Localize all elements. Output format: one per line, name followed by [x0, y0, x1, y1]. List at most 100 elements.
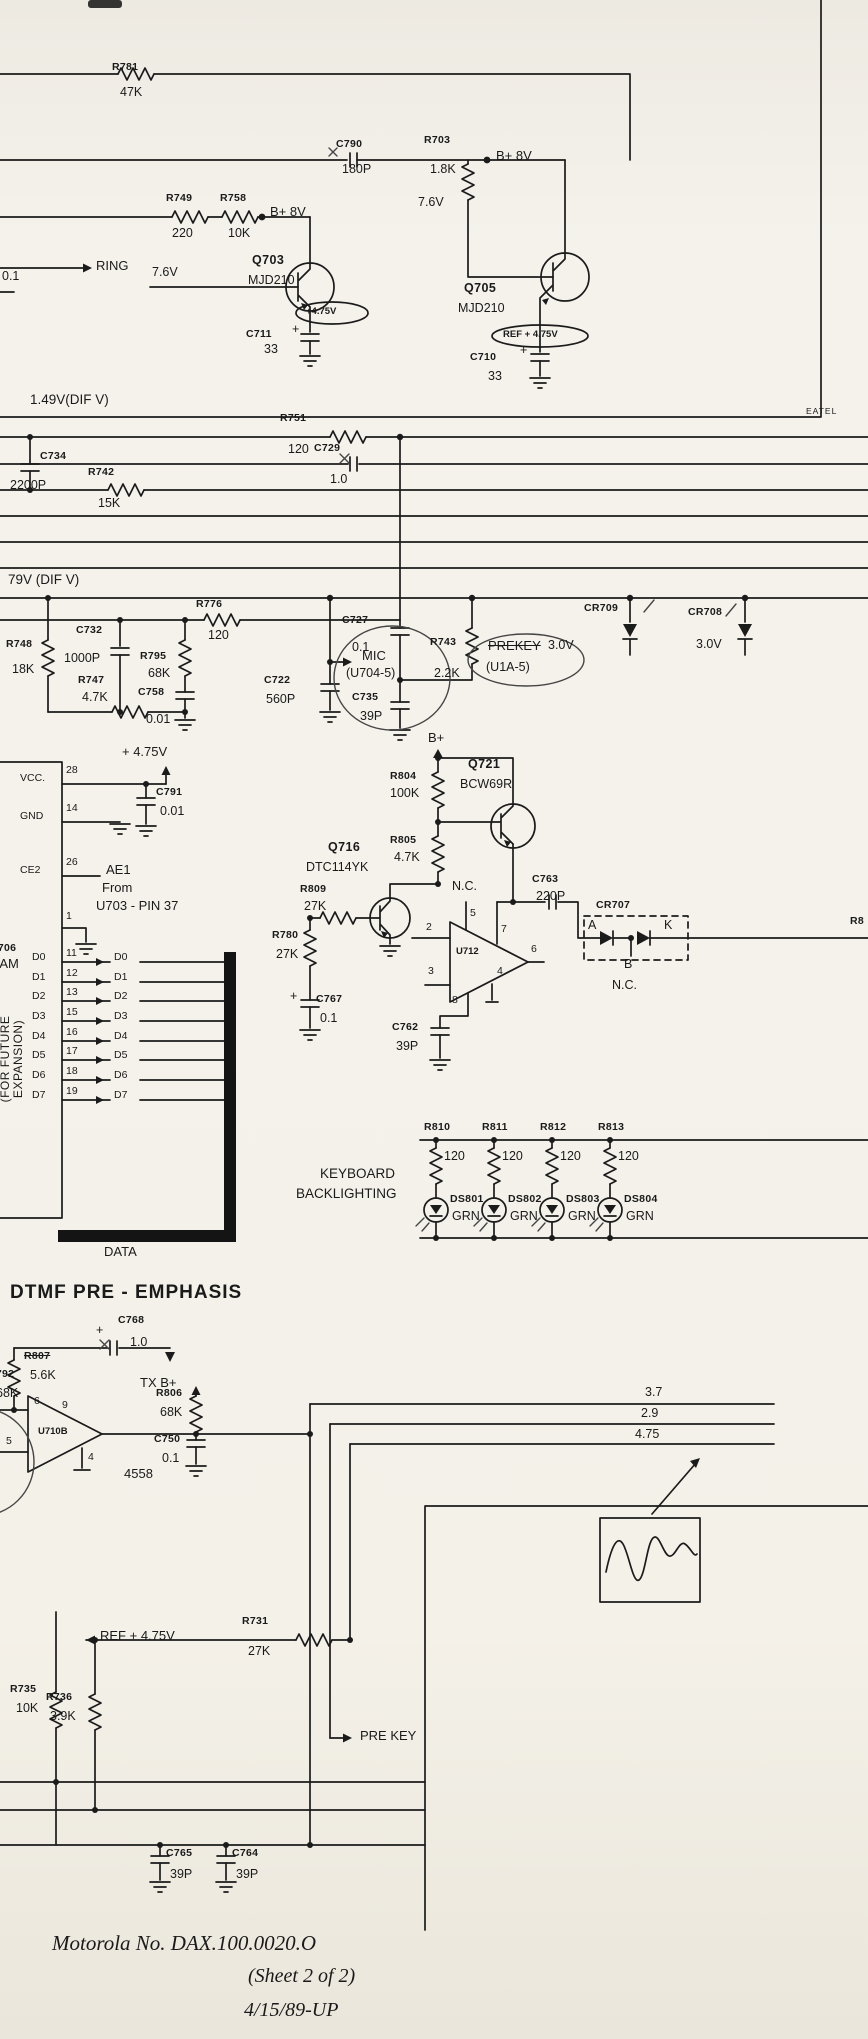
u712-pin-5: 5 [470, 907, 476, 919]
footer-doc-number: Motorola No. DAX.100.0020.O [52, 1931, 317, 1955]
u710-pin-9: 9 [62, 1399, 68, 1411]
eatel-mark: EATEL [806, 406, 838, 416]
power-label-ref-4v75-bottom: REF + 4.75V [100, 1628, 175, 1643]
component-val-c768: 1.0 [130, 1335, 148, 1349]
component-ref-u710b: U710B [38, 1426, 68, 1437]
component-ref-r781: R781 [112, 61, 139, 73]
component-ref-c768: C768 [118, 1314, 145, 1326]
net-label-prekey-deleted: PREKEY [488, 638, 541, 653]
component-val-q703: MJD210 [248, 273, 295, 287]
scope-callout [424, 1458, 868, 1931]
component-ref-c763: C763 [532, 873, 559, 885]
polarity-plus-c710: + [520, 343, 528, 357]
dtmf-circuit [0, 1339, 775, 1846]
component-ref-ds801: DS801 [450, 1193, 484, 1205]
component-val-ds804: GRN [626, 1209, 654, 1223]
component-val-c764: 39P [236, 1867, 259, 1881]
ram-pin-11: 11 [66, 947, 77, 959]
ram-pin-number-28: 28 [66, 764, 78, 776]
component-ref-r805: R805 [390, 834, 417, 846]
component-val-ds803: GRN [568, 1209, 596, 1223]
component-val-u706: RAM [0, 956, 19, 971]
component-ref-r804: R804 [390, 770, 417, 782]
component-val-c767: 0.1 [320, 1011, 338, 1025]
u712-pin-6: 6 [531, 943, 537, 955]
component-val-r742: 15K [98, 496, 121, 510]
component-val-ds801: GRN [452, 1209, 480, 1223]
component-val-r809: 27K [304, 899, 327, 913]
component-val-c791: 0.01 [160, 804, 185, 818]
component-val-r747: 4.7K [82, 690, 108, 704]
footer-sheet-number: (Sheet 2 of 2) [248, 1965, 356, 1987]
top-bias-circuit [0, 67, 631, 389]
component-val-c732: 1000P [64, 651, 101, 665]
component-ref-r813: R813 [598, 1121, 625, 1133]
u712-pin-3: 3 [428, 965, 434, 977]
component-val-r810: 120 [444, 1149, 465, 1163]
component-ref-c767: C767 [316, 993, 343, 1005]
component-ref-ds802: DS802 [508, 1193, 542, 1205]
diode-anode-label: A [588, 918, 597, 932]
keyboard-title-line2: BACKLIGHTING [296, 1186, 397, 1201]
nc-label-b: N.C. [612, 978, 637, 992]
component-ref-c762: C762 [392, 1021, 419, 1033]
component-val-c758: 0.01 [146, 712, 171, 726]
ram-pin-18: 18 [66, 1065, 78, 1077]
component-ref-q705: Q705 [464, 281, 497, 295]
keyboard-backlight [415, 1137, 868, 1241]
component-ref-r751: R751 [280, 412, 307, 424]
component-ref-q703: Q703 [252, 253, 285, 267]
component-val-c750: 0.1 [162, 1451, 180, 1465]
ram-pin-number-14: 14 [66, 802, 78, 814]
polarity-plus-c767: + [290, 989, 298, 1003]
component-val-r812: 120 [560, 1149, 581, 1163]
ram-inner-d1: D1 [32, 971, 46, 983]
oval-plus-4v75-label: +4.75V [306, 306, 337, 317]
component-ref-c722: C722 [264, 674, 291, 686]
ram-outer-d5: D5 [114, 1049, 128, 1061]
power-label-b-plus-8v-right: B+ 8V [496, 148, 532, 163]
component-ref-ds804: DS804 [624, 1193, 658, 1205]
ram-outer-d2: D2 [114, 990, 128, 1002]
component-ref-r795: R795 [140, 650, 167, 662]
u712-pin-2: 2 [426, 921, 432, 933]
ram-pin-16: 16 [66, 1026, 78, 1038]
voltage-7-6v-left: 7.6V [152, 265, 178, 279]
u712-pin-7: 7 [501, 923, 507, 935]
net-label-prekey-source: (U1A-5) [486, 660, 530, 674]
component-ref-c790: C790 [336, 138, 363, 150]
component-ref-q721: Q721 [468, 757, 501, 771]
oval-ref-4v75-label: REF + 4.75V [503, 329, 558, 340]
ram-future-line1: (FOR FUTURE [0, 1015, 12, 1103]
power-label-tx-b-plus: TX B+ [140, 1375, 177, 1390]
component-val-c763: 220P [536, 889, 566, 903]
voltage-79v-dif: 79V (DIF V) [8, 572, 80, 587]
component-ref-r807: R807 [24, 1350, 51, 1362]
component-ref-cr708: CR708 [688, 606, 723, 618]
component-val-c735: 39P [360, 709, 383, 723]
component-ref-c732: C732 [76, 624, 103, 636]
net-label-ring: RING [96, 258, 129, 273]
power-label-b-plus-8v-left: B+ 8V [270, 204, 306, 219]
voltage-3-7: 3.7 [645, 1385, 663, 1399]
component-val-r806: 68K [160, 1405, 183, 1419]
ram-pin-number-26: 26 [66, 856, 78, 868]
component-ref-r811: R811 [482, 1121, 508, 1133]
component-val-c765: 39P [170, 1867, 193, 1881]
component-ref-c729: C729 [314, 442, 341, 454]
component-val-r792: 68K [0, 1386, 19, 1400]
voltage-2-9: 2.9 [641, 1406, 659, 1420]
ram-outer-d1: D1 [114, 971, 128, 983]
net-label-pre-key: PRE KEY [360, 1728, 417, 1743]
component-ref-r743: R743 [430, 636, 457, 648]
ram-pin-label-ce2: CE2 [20, 864, 41, 876]
component-val-r781: 47K [120, 85, 143, 99]
component-ref-r792: R792 [0, 1368, 15, 1380]
component-val-c762: 39P [396, 1039, 419, 1053]
component-val-r736: 3.9K [50, 1709, 76, 1723]
ram-future-expansion-note: (FOR FUTURE EXPANSION) [0, 954, 33, 1164]
component-val-r703: 1.8K [430, 162, 456, 176]
component-ref-cr707: CR707 [596, 899, 631, 911]
component-val-c722: 560P [266, 692, 296, 706]
